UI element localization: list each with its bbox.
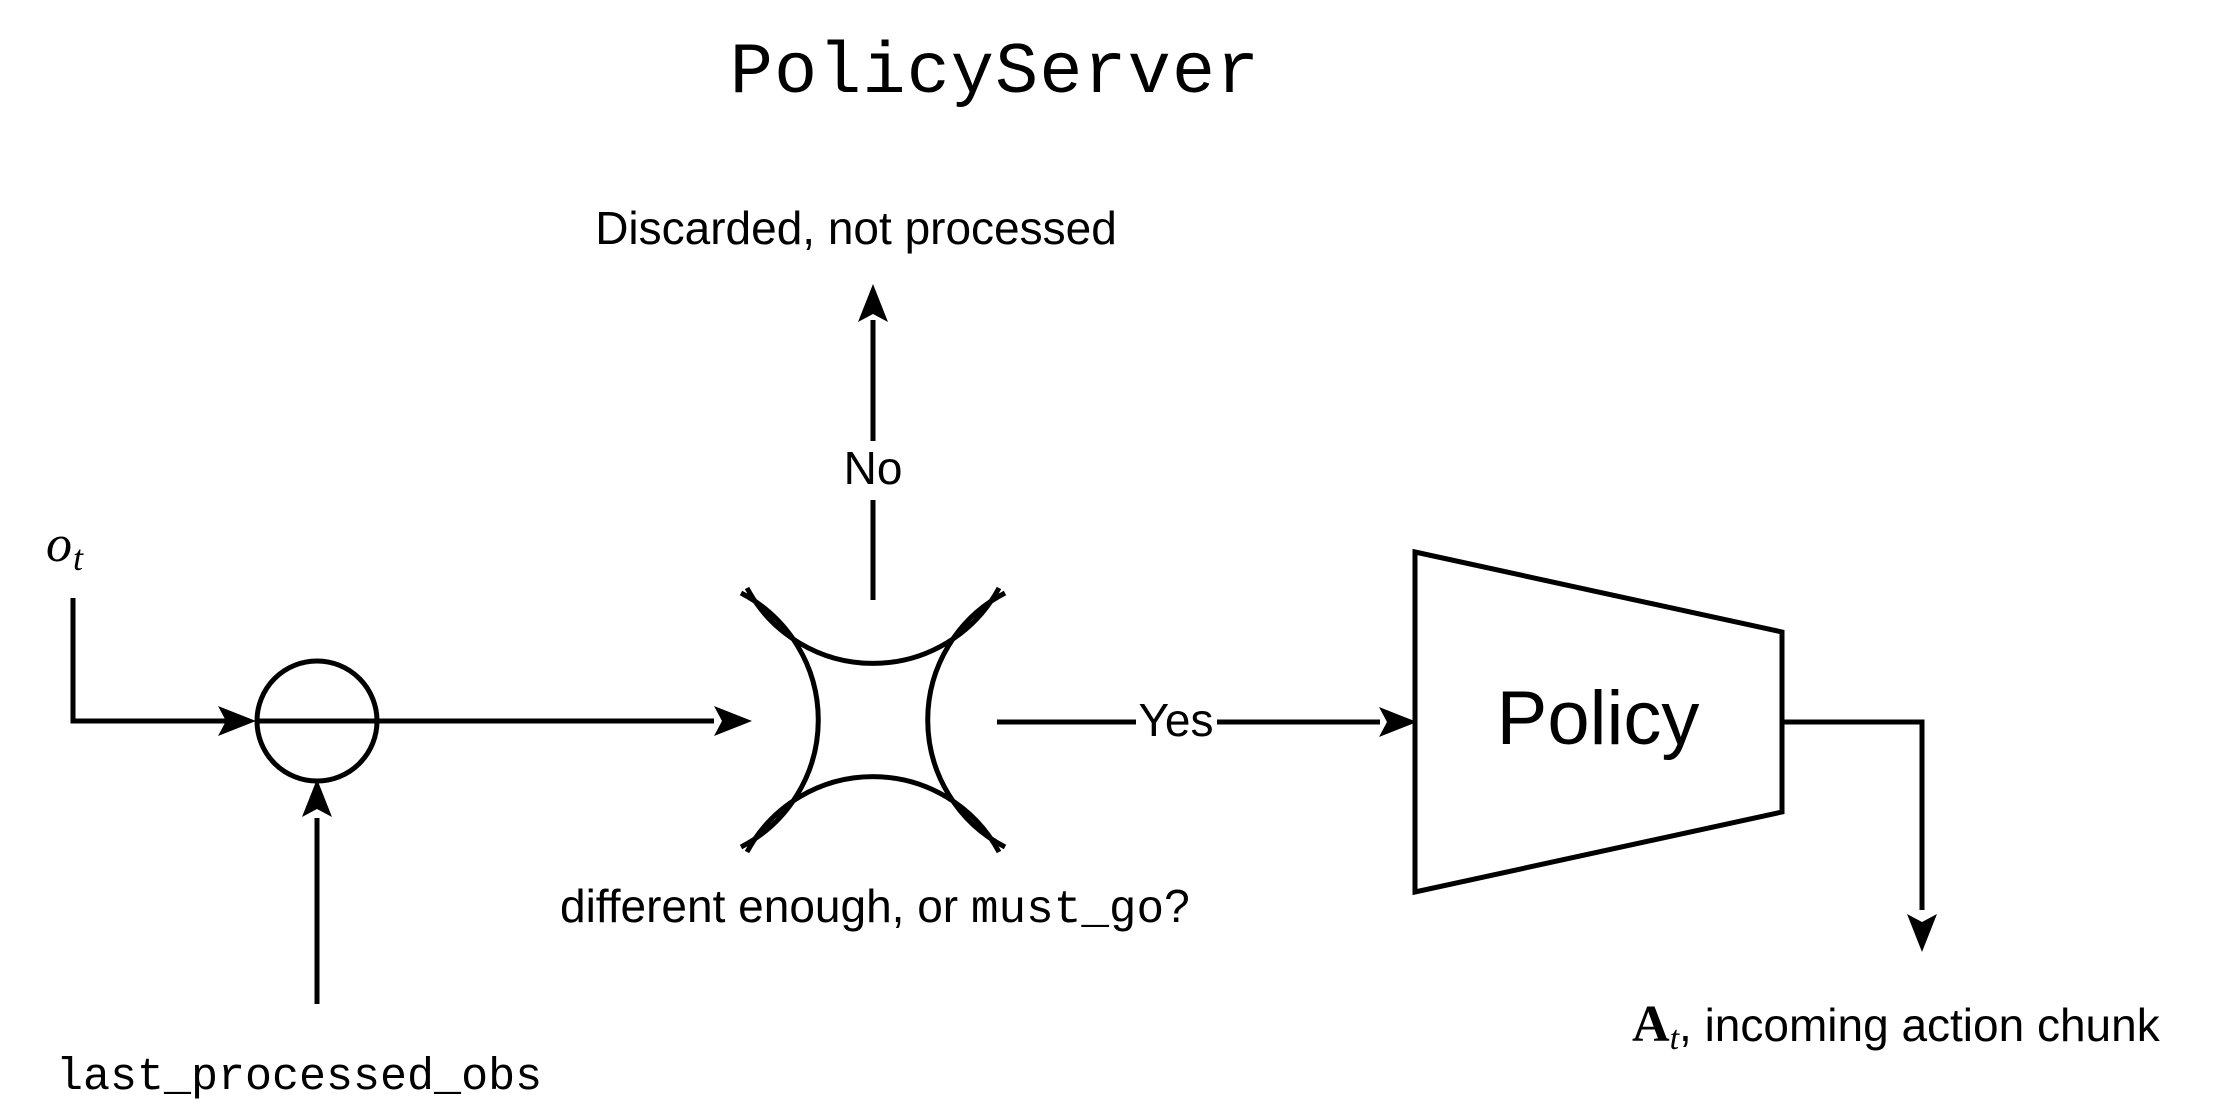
decision-star-node xyxy=(739,586,1007,854)
condition-suffix: ? xyxy=(1164,880,1190,932)
arrowhead-into-policy-icon xyxy=(1379,707,1417,737)
arrowhead-output-icon xyxy=(1907,914,1937,952)
action-description: , incoming action chunk xyxy=(1679,999,2160,1051)
arrowhead-no-branch-icon xyxy=(858,284,888,322)
condition-prefix: different enough, or xyxy=(560,880,971,932)
arrowhead-feedback-icon xyxy=(302,779,332,817)
last-processed-obs-label: last_processed_obs xyxy=(56,1052,543,1103)
condition-label: different enough, or must_go? xyxy=(560,882,1190,934)
policy-output-line xyxy=(1782,719,1925,910)
observation-input-line xyxy=(70,598,226,724)
condition-code: must_go xyxy=(970,884,1165,936)
policy-node-label: Policy xyxy=(1496,675,1700,761)
observation-label: ot xyxy=(46,516,83,577)
observation-symbol: o xyxy=(46,516,72,573)
action-symbol: A xyxy=(1632,996,1670,1053)
arrowhead-into-comparison-icon xyxy=(218,706,256,736)
yes-branch-label: Yes xyxy=(1138,694,1214,746)
action-subscript: t xyxy=(1669,1020,1680,1057)
action-chunk-label: At, incoming action chunk xyxy=(1632,996,2160,1056)
diagram-title: PolicyServer xyxy=(729,32,1261,114)
no-branch-label: No xyxy=(843,442,903,494)
arrowhead-into-decision-icon xyxy=(714,706,752,736)
policy-trapezoid-node xyxy=(1412,548,1785,896)
discarded-label: Discarded, not processed xyxy=(595,202,1117,254)
observation-subscript: t xyxy=(73,538,84,578)
